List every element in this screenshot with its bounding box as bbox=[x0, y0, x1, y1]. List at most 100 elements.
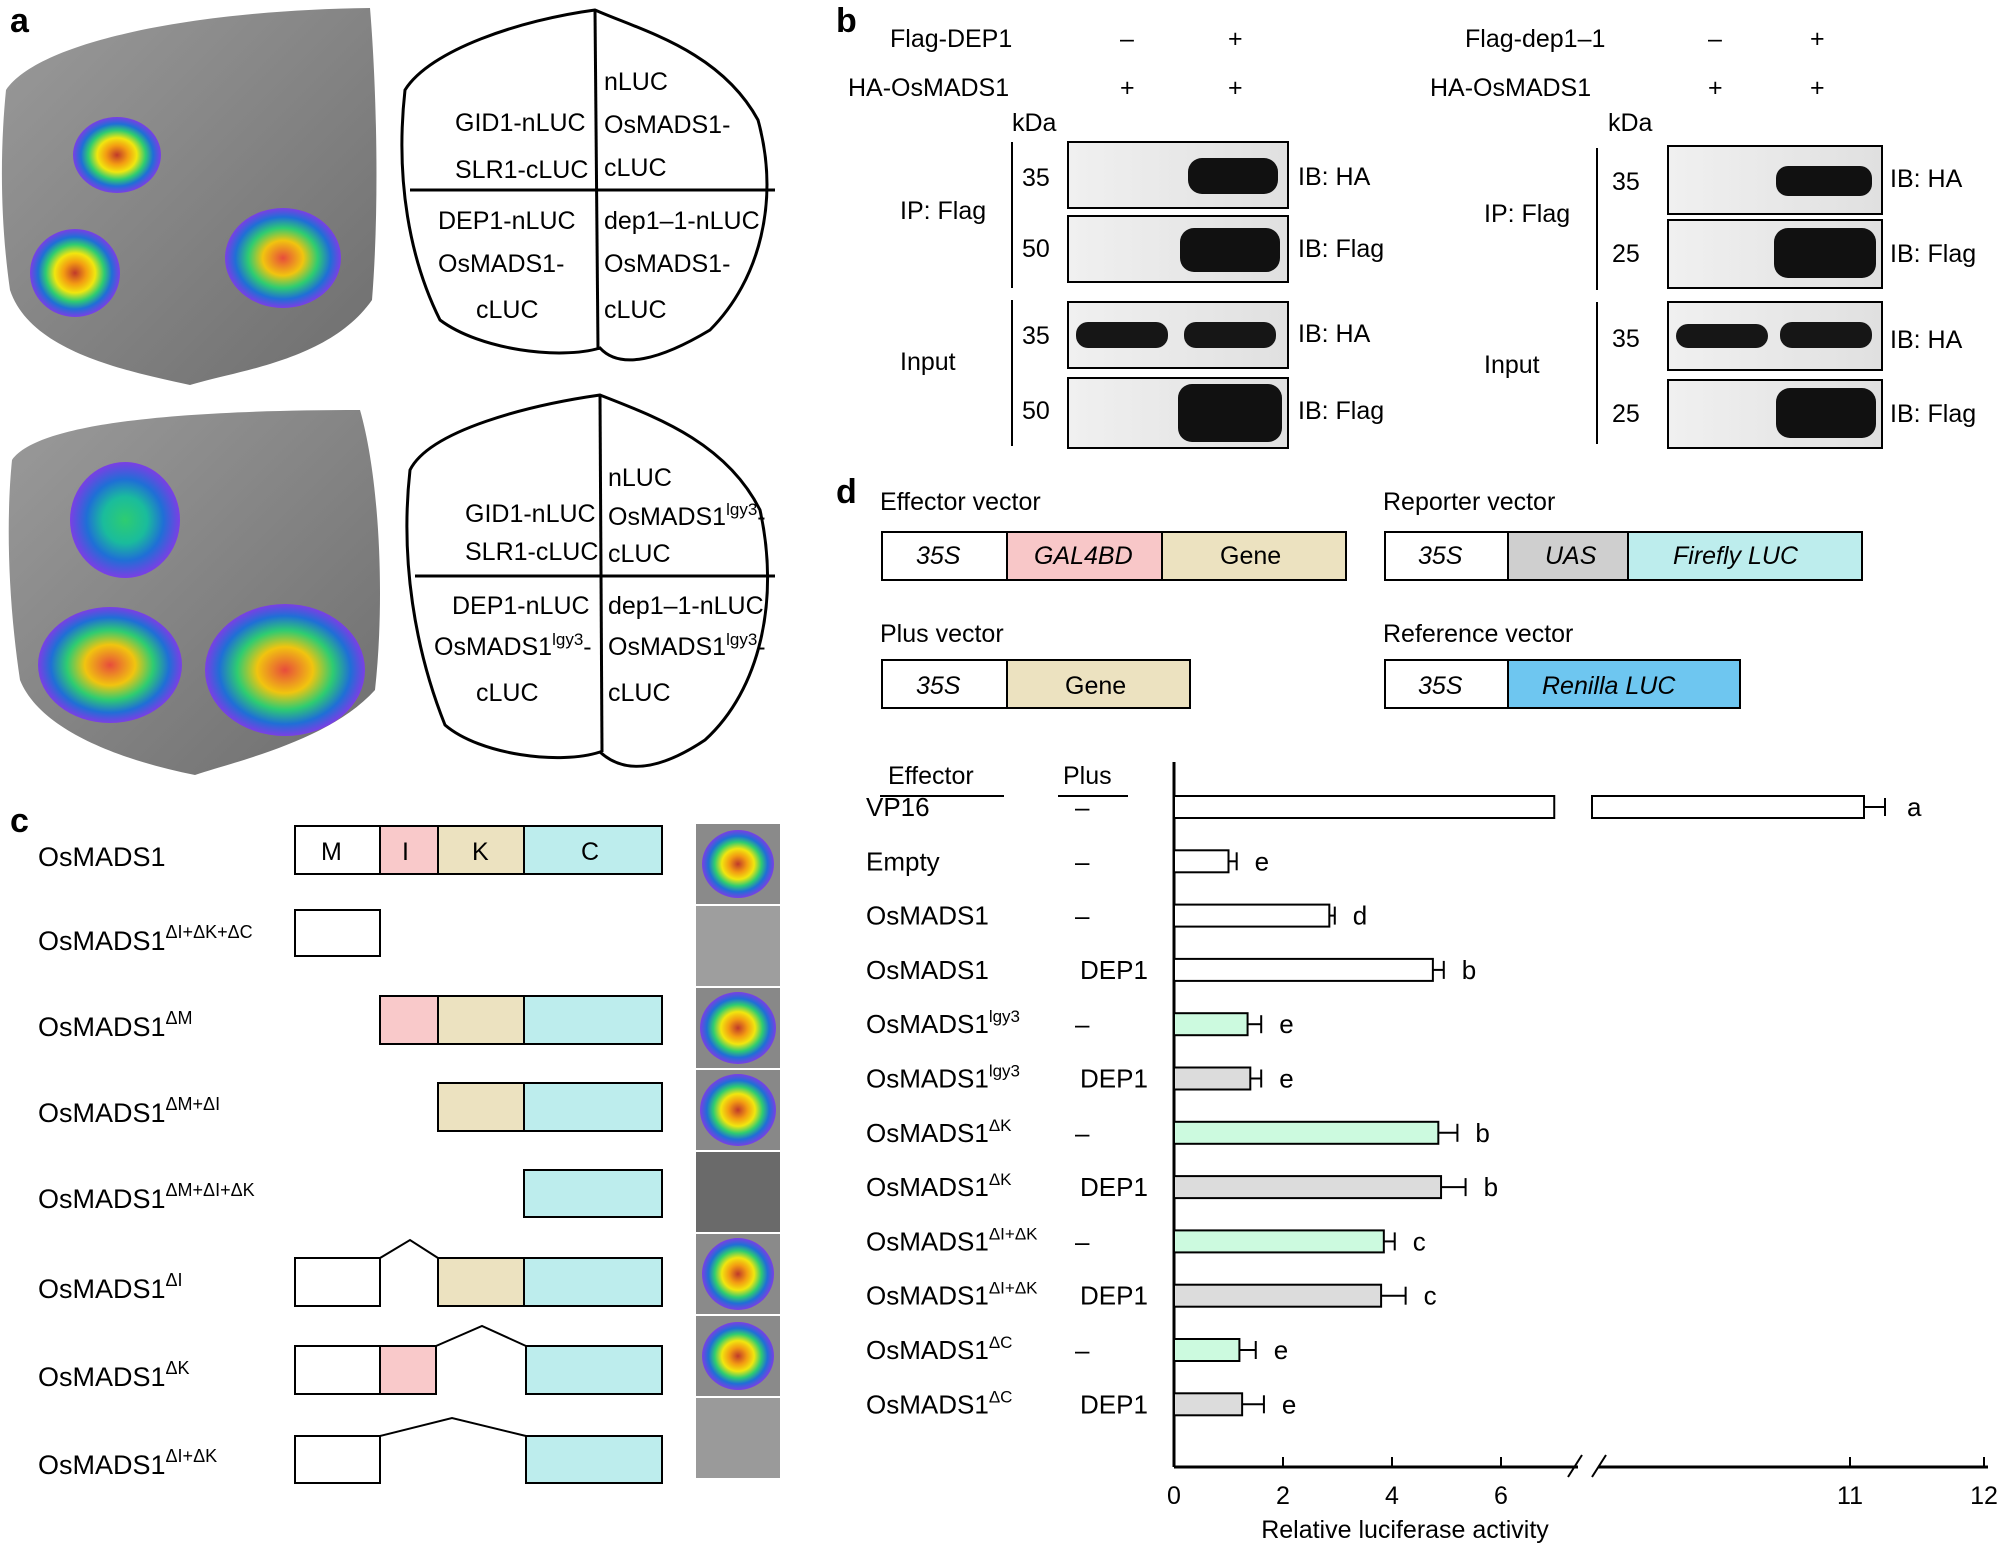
diagram1-label: dep1–1-nLUC bbox=[604, 207, 760, 235]
blot-left: Flag-DEP1 – + HA-OsMADS1 + + kDa IP: Fla… bbox=[848, 25, 1384, 449]
domain-c bbox=[525, 1345, 663, 1395]
domain-m bbox=[294, 1257, 381, 1307]
effector-base: OsMADS1 bbox=[866, 1281, 989, 1311]
vector-part-label: 35S bbox=[1418, 672, 1463, 700]
effector-superscript: ΔC bbox=[989, 1333, 1013, 1352]
row-effector-label: OsMADS1ΔI+ΔK bbox=[866, 1224, 1038, 1256]
blot-row-label: HA-OsMADS1 bbox=[848, 74, 1009, 102]
bar bbox=[1173, 849, 1230, 874]
vector-title: Plus vector bbox=[880, 620, 1004, 648]
domain-c bbox=[523, 825, 663, 875]
antibody-label: IB: HA bbox=[1298, 320, 1371, 348]
effector-base: OsMADS1 bbox=[866, 1118, 989, 1148]
ip-label: IP: Flag bbox=[900, 197, 986, 225]
label-superscript: lgy3 bbox=[726, 630, 757, 649]
x-axis-label: Relative luciferase activity bbox=[1261, 1516, 1549, 1544]
antibody-label: IB: HA bbox=[1890, 326, 1963, 354]
row-plus-label: – bbox=[1075, 792, 1090, 822]
x-tick-label: 0 bbox=[1167, 1482, 1181, 1510]
construct-base: OsMADS1 bbox=[38, 926, 166, 956]
luminescence-spot bbox=[38, 607, 182, 723]
label-base: OsMADS1 bbox=[434, 633, 552, 661]
protein-band bbox=[1178, 384, 1282, 442]
construct-superscript: ΔI bbox=[166, 1270, 183, 1290]
construct-superscript: ΔK bbox=[166, 1358, 190, 1378]
construct-label: OsMADS1ΔM bbox=[38, 1008, 193, 1042]
diagram1-label: cLUC bbox=[604, 296, 667, 324]
kda-label: kDa bbox=[1608, 109, 1653, 137]
lane-sign: + bbox=[1120, 74, 1135, 102]
effector-base: OsMADS1 bbox=[866, 1389, 989, 1419]
row-plus-label: DEP1 bbox=[1080, 1389, 1148, 1419]
diagram1-label: cLUC bbox=[604, 154, 667, 182]
construct-superscript: ΔI+ΔK bbox=[166, 1446, 218, 1466]
antibody-label: IB: HA bbox=[1298, 163, 1371, 191]
row-effector-label: OsMADS1ΔI+ΔK bbox=[866, 1279, 1038, 1311]
luminescence-spot bbox=[30, 229, 120, 317]
x-tick-label: 11 bbox=[1837, 1482, 1863, 1510]
column-header-effector: Effector bbox=[888, 762, 974, 790]
diagram2-label: OsMADS1lgy3- bbox=[434, 630, 592, 661]
luminescence-spot bbox=[225, 208, 341, 308]
diagram2-label: OsMADS1lgy3- bbox=[608, 630, 766, 661]
construct-superscript: ΔI+ΔK+ΔC bbox=[166, 922, 253, 942]
diagram1-label: cLUC bbox=[476, 296, 539, 324]
row-effector-label: OsMADS1ΔC bbox=[866, 1333, 1012, 1365]
construct-label: OsMADS1ΔI+ΔK bbox=[38, 1446, 217, 1480]
antibody-label: IB: Flag bbox=[1298, 235, 1384, 263]
vector-part bbox=[1384, 659, 1509, 709]
diagram1-label: DEP1-nLUC bbox=[438, 207, 576, 235]
construct-label: OsMADS1 bbox=[38, 842, 166, 872]
effector-base: OsMADS1 bbox=[866, 1064, 989, 1094]
luminescence-thumbnails bbox=[696, 824, 780, 1478]
construct-base: OsMADS1 bbox=[38, 1274, 166, 1304]
ip-label: IP: Flag bbox=[1484, 200, 1570, 228]
domain-k bbox=[437, 1082, 525, 1132]
bar bbox=[1173, 1283, 1383, 1308]
effector-superscript: ΔI+ΔK bbox=[989, 1279, 1038, 1298]
diagram2-label: cLUC bbox=[476, 679, 539, 707]
mw-marker: 35 bbox=[1612, 168, 1640, 196]
construct-label: OsMADS1ΔM+ΔI bbox=[38, 1094, 220, 1128]
significance-letter: e bbox=[1279, 1064, 1293, 1094]
bar bbox=[1173, 903, 1331, 928]
significance-letter: c bbox=[1424, 1281, 1437, 1311]
domain-k bbox=[437, 1257, 525, 1307]
construct-superscript: ΔM+ΔI bbox=[166, 1094, 221, 1114]
protein-band bbox=[1184, 322, 1276, 348]
thumbnail bbox=[696, 1398, 780, 1478]
protein-band bbox=[1076, 322, 1168, 348]
diagram2-label: cLUC bbox=[608, 540, 671, 568]
deletion-splice bbox=[379, 1238, 439, 1259]
significance-letter: b bbox=[1484, 1172, 1498, 1202]
domain-i bbox=[379, 825, 439, 875]
domain-c bbox=[523, 1257, 663, 1307]
deletion-splice bbox=[379, 1416, 527, 1437]
lane-sign: + bbox=[1228, 25, 1243, 53]
deletion-splice bbox=[435, 1324, 527, 1347]
domain-label: C bbox=[581, 838, 599, 866]
axis-break-mark bbox=[1567, 1454, 1583, 1478]
domain-k bbox=[437, 825, 525, 875]
kda-label: kDa bbox=[1012, 109, 1057, 137]
domain-label: I bbox=[402, 838, 409, 866]
mw-marker: 50 bbox=[1022, 397, 1050, 425]
protein-band bbox=[1776, 388, 1876, 438]
diagram1-label: SLR1-cLUC bbox=[455, 156, 588, 184]
x-tick-label: 6 bbox=[1494, 1482, 1508, 1510]
vector-part-label: Gene bbox=[1065, 672, 1126, 700]
label-dash: - bbox=[583, 633, 591, 661]
effector-base: OsMADS1 bbox=[866, 1335, 989, 1365]
panel-label-c: c bbox=[10, 802, 29, 840]
bar bbox=[1591, 795, 1865, 819]
domain-m bbox=[294, 1435, 381, 1484]
protein-band bbox=[1676, 324, 1768, 348]
luminescence-spot bbox=[73, 117, 161, 193]
antibody-label: IB: HA bbox=[1890, 165, 1963, 193]
panel-label-b: b bbox=[836, 2, 857, 40]
input-label: Input bbox=[1484, 351, 1540, 379]
vector-part bbox=[881, 659, 1008, 709]
vector-part bbox=[1006, 659, 1191, 709]
vector-part bbox=[1627, 531, 1863, 581]
mw-marker: 35 bbox=[1022, 164, 1050, 192]
